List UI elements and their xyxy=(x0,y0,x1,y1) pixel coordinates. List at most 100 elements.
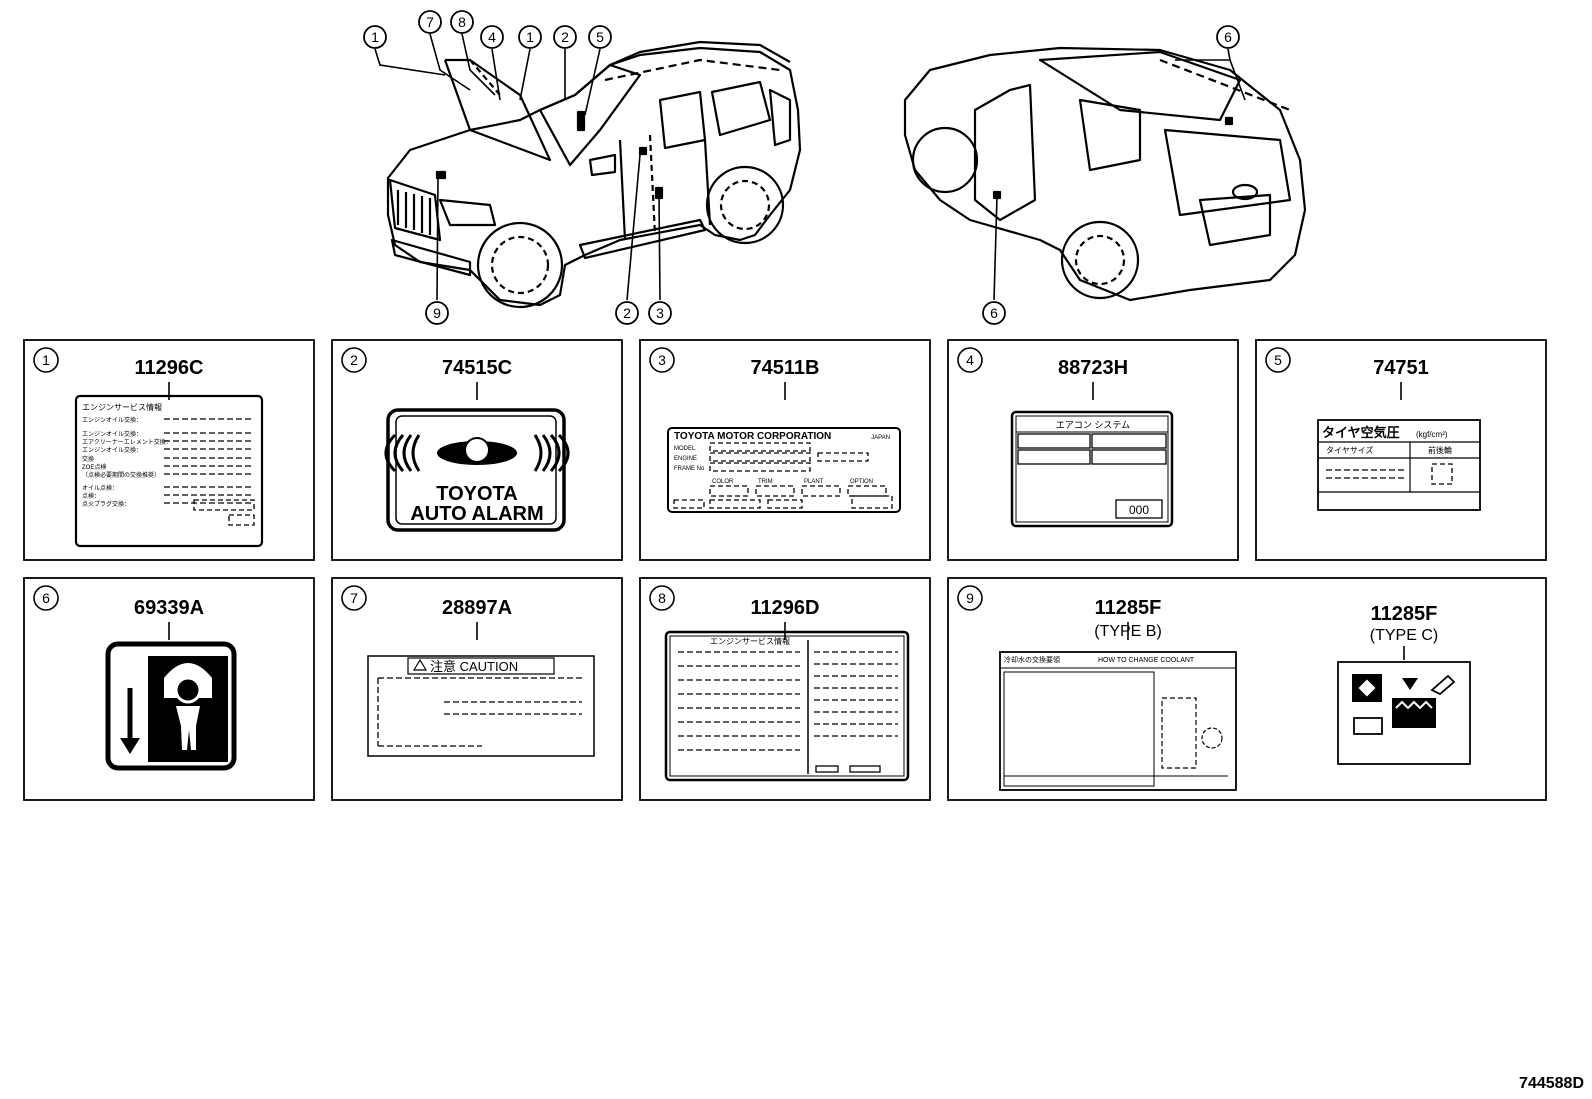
diagram-code: 744588D xyxy=(1519,1075,1584,1092)
label-heading: エンジンサービス情報 xyxy=(82,402,162,412)
callout-number: 8 xyxy=(458,14,466,30)
part-number: 69339A xyxy=(134,597,204,619)
label-text: 点検： xyxy=(82,492,100,500)
panel-index: 9 xyxy=(966,590,974,606)
callout-front-1: 1 xyxy=(363,25,387,49)
panel-index: 6 xyxy=(42,590,50,606)
callout-number: 6 xyxy=(1224,29,1232,45)
panel-index: 5 xyxy=(1274,352,1282,368)
caution-heading: 注意 CAUTION xyxy=(430,659,518,674)
label-text: エアクリーナーエレメント交換： xyxy=(82,438,172,446)
panel-index: 8 xyxy=(658,590,666,606)
label-text: MODEL xyxy=(674,446,696,452)
label-heading: エアコン システム xyxy=(1056,420,1130,430)
label-text: タイヤサイズ xyxy=(1326,445,1374,455)
callout-number: 1 xyxy=(371,29,379,45)
front-vehicle-illustration xyxy=(386,40,802,309)
panel-index: 3 xyxy=(658,352,666,368)
callout-rear-6: 6 xyxy=(1216,25,1240,49)
part-number-type-c: 11285F xyxy=(1371,603,1438,625)
panel-4: 4 88723H エアコン システム 000 xyxy=(947,339,1239,561)
panel-index: 4 xyxy=(966,352,974,368)
label-text: エンジンオイル交換： xyxy=(82,430,142,438)
label-air-conditioner: エアコン システム 000 xyxy=(1010,410,1174,528)
part-number: 11285F xyxy=(1095,597,1162,619)
label-code: 000 xyxy=(1129,503,1149,517)
callout-number: 2 xyxy=(623,305,631,321)
panel-index: 2 xyxy=(350,352,358,368)
callout-number: 6 xyxy=(990,305,998,321)
alarm-title: TOYOTA xyxy=(436,483,517,505)
panel-3: 3 74511B TOYOTA MOTOR CORPORATION JAPAN MODE… xyxy=(639,339,931,561)
label-text: 点火プラグ交換： xyxy=(82,500,130,508)
panel-8: 8 11296D エンジンサービス情報 xyxy=(639,577,931,801)
callout-number: 5 xyxy=(596,29,604,45)
panel-index: 7 xyxy=(350,590,358,606)
label-text: 冷却水の交換要領 xyxy=(1004,655,1060,664)
callout-number: 1 xyxy=(526,29,534,45)
panel-6: 6 69339A xyxy=(23,577,315,801)
callout-number: 3 xyxy=(656,305,664,321)
label-caution: 注意 CAUTION xyxy=(367,655,595,757)
label-engine-service-info-d: エンジンサービス情報 xyxy=(664,630,910,782)
type-label: (TYPE B) xyxy=(1094,623,1162,640)
label-text: 前後輪 xyxy=(1428,445,1452,455)
label-heading: エンジンサービス情報 xyxy=(710,636,790,646)
callout-front-5: 5 xyxy=(588,25,612,49)
type-label: (TYPE C) xyxy=(1370,627,1438,644)
label-text: TRIM xyxy=(758,479,773,485)
label-text: ZOE点検 xyxy=(82,463,106,471)
callout-number: 4 xyxy=(488,29,496,45)
label-text: （点検必要期間の交換推奨） xyxy=(82,471,160,479)
label-text: OPTION xyxy=(850,479,873,485)
label-text: オイル点検： xyxy=(82,484,118,492)
callout-number: 9 xyxy=(433,305,441,321)
rear-leader-lines xyxy=(993,48,1246,301)
callout-front-bottom-9: 9 xyxy=(425,301,449,325)
panel-index: 1 xyxy=(42,352,50,368)
rear-vehicle-illustration xyxy=(903,46,1307,302)
panel-7: 7 28897A 注意 CAUTION xyxy=(331,577,623,801)
callout-number: 2 xyxy=(561,29,569,45)
alarm-subtitle: AUTO ALARM xyxy=(410,503,543,525)
part-number: 74515C xyxy=(442,357,512,379)
label-engine-service-info: エンジンサービス情報エンジンオイル交換：エンジンオイル交換：エアクリーナーエレメ… xyxy=(74,394,264,548)
part-number: 11296C xyxy=(135,357,204,379)
callout-front-1: 1 xyxy=(518,25,542,49)
label-text: JAPAN xyxy=(871,435,890,441)
panel-5: 5 74751 タイヤ空気圧 (kgf/cm²) タイヤサイズ 前後輪 xyxy=(1255,339,1547,561)
callout-number: 7 xyxy=(426,14,434,30)
part-number: 11296D xyxy=(751,597,820,619)
label-text: 交換 xyxy=(82,455,94,463)
part-number: 88723H xyxy=(1058,357,1128,379)
part-number: 74511B xyxy=(751,357,820,379)
callout-front-bottom-3: 3 xyxy=(648,301,672,325)
label-text: FRAME No xyxy=(674,466,705,472)
callout-front-8: 8 xyxy=(450,10,474,34)
part-number: 74751 xyxy=(1373,357,1429,379)
callout-front-bottom-2: 2 xyxy=(615,301,639,325)
label-text: エンジンオイル交換： xyxy=(82,416,142,424)
callout-layer: 1 7 8 4 1 2 5 9 2 3 6 6 xyxy=(363,10,1240,325)
label-text: ENGINE xyxy=(674,456,697,462)
label-text: (kgf/cm²) xyxy=(1416,430,1448,439)
label-text: エンジンオイル交換： xyxy=(82,446,142,454)
label-child-lock xyxy=(105,641,237,771)
label-heading: TOYOTA MOTOR CORPORATION xyxy=(674,431,831,442)
callout-rear-6: 6 xyxy=(982,301,1006,325)
callout-front-4: 4 xyxy=(480,25,504,49)
callout-front-7: 7 xyxy=(418,10,442,34)
front-leader-lines xyxy=(374,33,661,301)
label-heading: タイヤ空気圧 xyxy=(1322,425,1400,440)
label-tire-pressure: タイヤ空気圧 (kgf/cm²) タイヤサイズ 前後輪 xyxy=(1317,419,1481,511)
label-vehicle-id: TOYOTA MOTOR CORPORATION JAPAN MODEL ENGINE… xyxy=(667,427,901,513)
label-text: PLANT xyxy=(804,479,824,485)
part-number: 28897A xyxy=(442,597,512,619)
label-text: HOW TO CHANGE COOLANT xyxy=(1098,657,1195,664)
callout-front-2: 2 xyxy=(553,25,577,49)
